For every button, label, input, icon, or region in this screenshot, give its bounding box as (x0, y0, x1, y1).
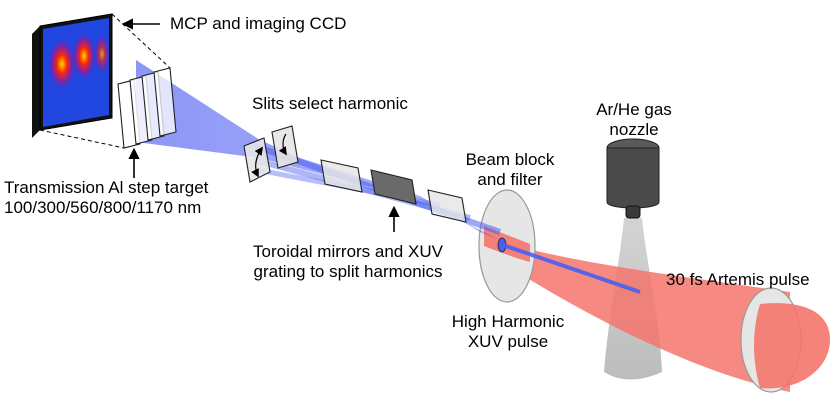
ccd-projection-line-bottom (39, 129, 125, 149)
slit-rotate-arrow (251, 146, 263, 178)
al-step-plate-4 (153, 67, 177, 137)
artemis-label: 30 fs Artemis pulse (666, 270, 810, 289)
xuv-beam-core (499, 242, 641, 294)
ccd-image-blobs (48, 32, 110, 90)
high-harmonic-label: High Harmonic XUV pulse (438, 312, 578, 352)
beam-block-label-line-2: and filter (477, 170, 543, 189)
gas-nozzle-label-line-1: Ar/He gas (596, 100, 672, 119)
artemis-pulse-cap (754, 303, 830, 389)
gas-nozzle-label-line-2: nozzle (609, 120, 659, 139)
toroidal-mirror-1 (320, 159, 363, 193)
ir-beam (482, 236, 790, 392)
toroidal-label-line-2: grating to split harmonics (253, 262, 443, 281)
xuv-grating (370, 169, 417, 205)
ccd-projection-line-top (111, 13, 171, 69)
transmission-label: Transmission Al step target 100/300/560/… (4, 178, 208, 218)
nozzle-body (606, 147, 660, 209)
ccd-frame-side (32, 26, 40, 138)
transmission-label-line-2: 100/300/560/800/1170 nm (4, 198, 202, 217)
slits-label: Slits select harmonic (252, 94, 408, 113)
toroidal-label: Toroidal mirrors and XUV grating to spli… (232, 242, 464, 282)
mcp-ccd-label: MCP and imaging CCD (170, 14, 347, 33)
toroidal-label-line-1: Toroidal mirrors and XUV (253, 242, 443, 261)
toroidal-mirror-2 (427, 189, 467, 223)
high-harmonic-label-line-2: XUV pulse (467, 332, 549, 351)
gas-nozzle-label: Ar/He gas nozzle (582, 100, 686, 140)
transmission-label-line-1: Transmission Al step target (4, 178, 209, 197)
ir-beam-through-block (484, 226, 530, 262)
nozzle-tip (625, 205, 641, 219)
beam-block-label-line-1: Beam block (465, 150, 555, 169)
beam-block-label: Beam block and filter (458, 150, 562, 190)
high-harmonic-label-line-1: High Harmonic (451, 312, 565, 331)
slit-rotate-arrow-2 (278, 133, 287, 156)
